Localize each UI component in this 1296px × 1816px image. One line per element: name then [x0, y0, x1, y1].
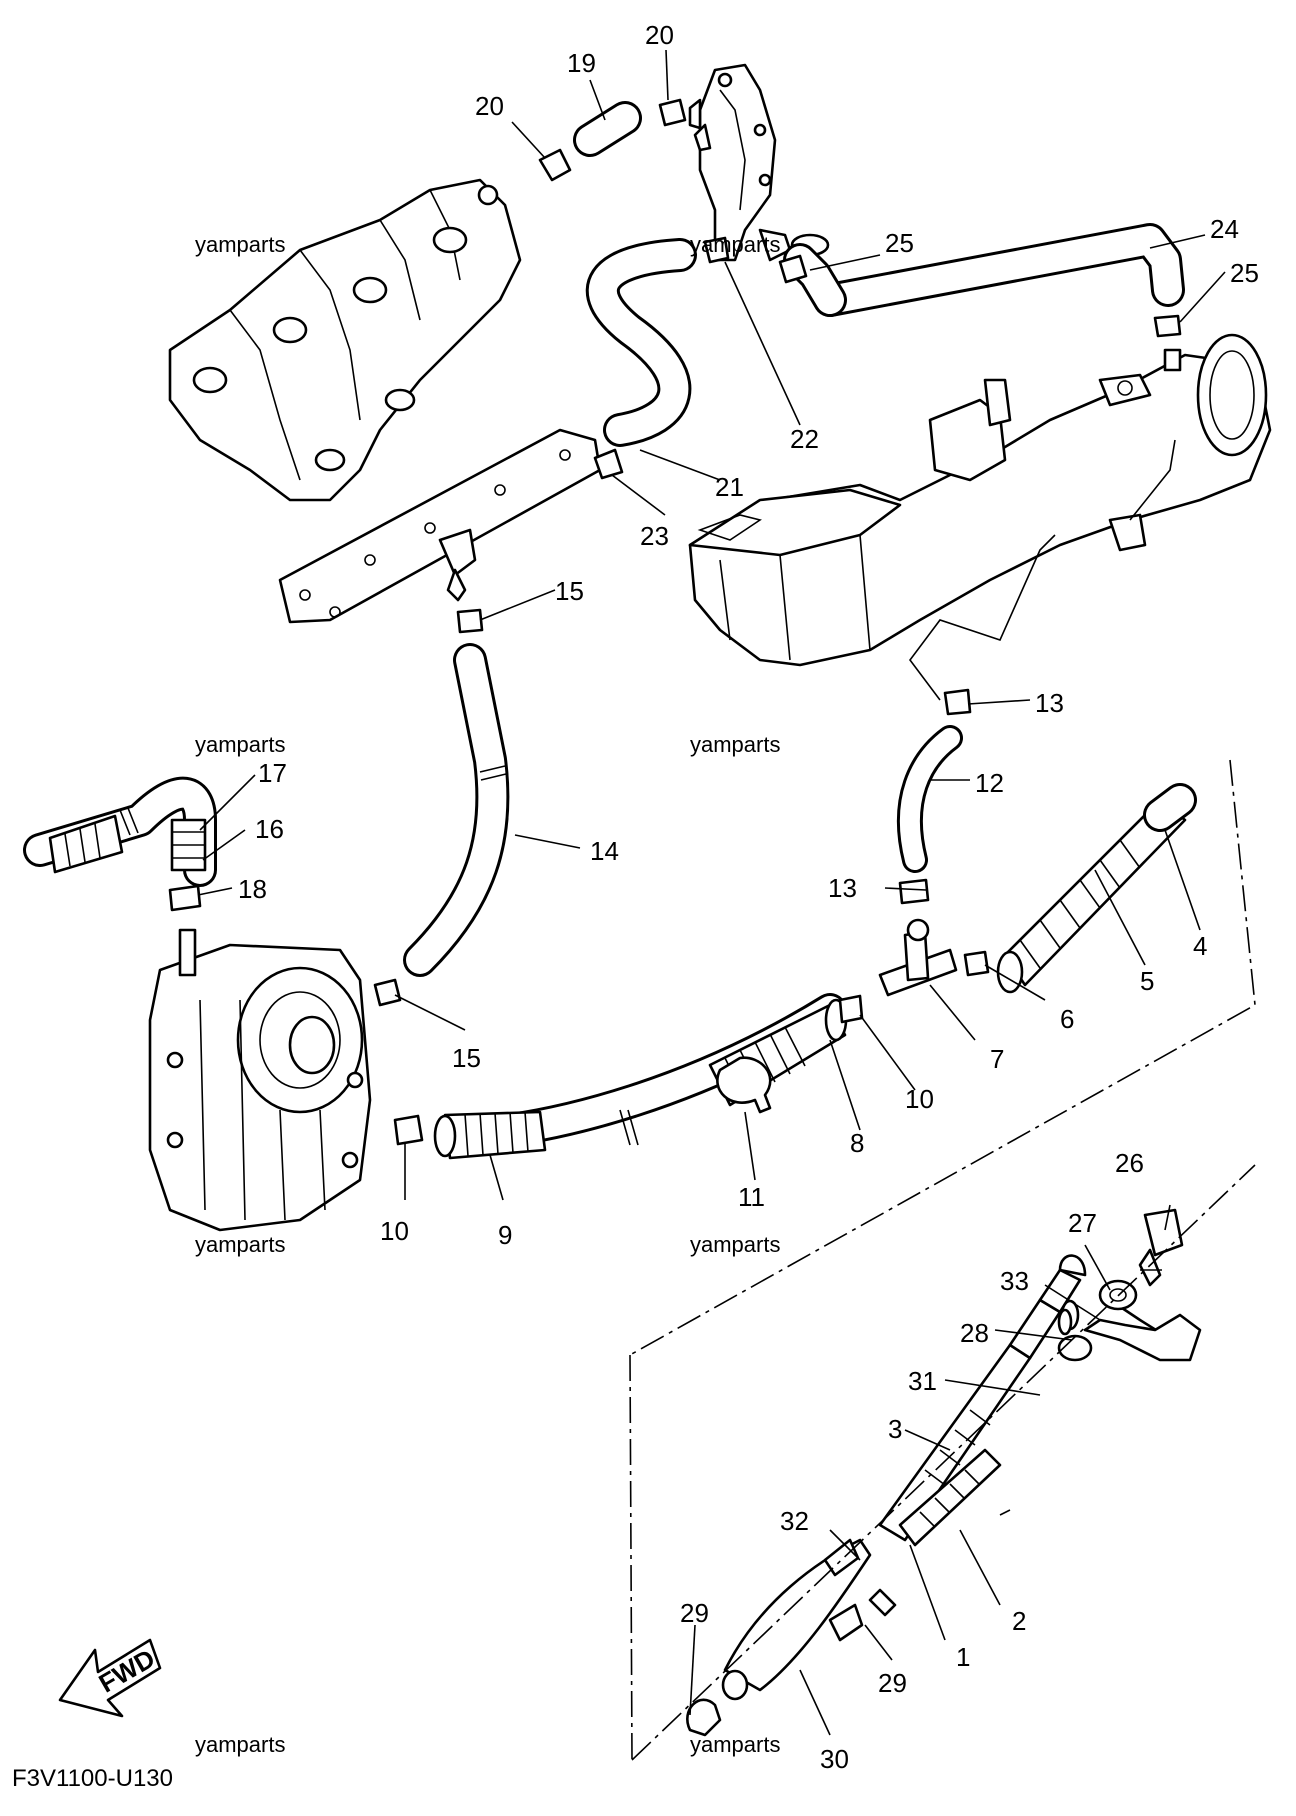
callout-30: 30	[820, 1744, 849, 1774]
watermark: yamparts	[690, 1732, 780, 1757]
frame-tick	[999, 1509, 1011, 1516]
frame-line-lower-right	[631, 1164, 1256, 1761]
vent-hose	[23, 776, 217, 887]
callout-11: 11	[738, 1182, 765, 1212]
watermark: yamparts	[690, 232, 780, 257]
callout-26: 26	[1115, 1148, 1144, 1178]
callout-4: 4	[1193, 931, 1207, 961]
callout-20b: 20	[645, 20, 674, 50]
clamp-6	[963, 950, 990, 977]
leader-lines	[197, 49, 1226, 1736]
callout-10b: 10	[905, 1084, 934, 1114]
break-mark-17	[119, 807, 139, 836]
callout-32: 32	[780, 1506, 809, 1536]
watermark: yamparts	[195, 232, 285, 257]
callout-33: 33	[1000, 1266, 1029, 1296]
callout-9: 9	[498, 1220, 512, 1250]
clamp-13b	[898, 878, 930, 905]
callout-24: 24	[1210, 214, 1239, 244]
bellows-5	[996, 798, 1187, 994]
callout-3: 3	[888, 1414, 902, 1444]
callout-25b: 25	[1230, 258, 1259, 288]
t-joint-7	[878, 918, 958, 997]
callout-19: 19	[567, 48, 596, 78]
watermark: yamparts	[690, 1232, 780, 1257]
callout-31: 31	[908, 1366, 937, 1396]
callout-28: 28	[960, 1318, 989, 1348]
callout-12: 12	[975, 768, 1004, 798]
callout-2: 2	[1012, 1606, 1026, 1636]
clamp-22	[703, 236, 730, 264]
callout-18: 18	[238, 874, 267, 904]
hose-21	[585, 238, 697, 447]
frame-line-upper	[629, 759, 1256, 1356]
clamp-15b	[373, 978, 402, 1007]
watermark: yamparts	[690, 732, 780, 757]
clamp-15a	[456, 608, 484, 634]
clamp-10a	[393, 1114, 424, 1146]
bilge-assembly	[686, 1208, 1202, 1737]
manifold-gasket	[278, 428, 602, 624]
callout-14: 14	[590, 836, 619, 866]
frame-line-lower-left	[629, 1354, 633, 1761]
callout-6: 6	[1060, 1004, 1074, 1034]
callout-labels: 1 2 3 4 5 6 7 8 9 10 10 11 12 13 13 14 1…	[238, 20, 1259, 1774]
fwd-arrow-icon: FWD	[58, 1638, 162, 1718]
callout-10a: 10	[380, 1216, 409, 1246]
callout-21: 21	[715, 472, 744, 502]
callout-15a: 15	[555, 576, 584, 606]
clamp-20b	[658, 98, 687, 127]
exhaust-manifold	[168, 178, 522, 502]
callout-23: 23	[640, 521, 669, 551]
clamp-13a	[943, 688, 972, 716]
clamp-25a	[778, 254, 808, 284]
cylinder-block	[688, 333, 1272, 667]
hose-12	[896, 725, 963, 873]
callout-15b: 15	[452, 1043, 481, 1073]
hose-14	[403, 643, 510, 977]
thermostat-housing	[688, 63, 830, 262]
watermarks: yamparts yamparts yamparts yamparts yamp…	[195, 232, 780, 1757]
callout-13b: 13	[828, 873, 857, 903]
clamp-23	[593, 448, 624, 480]
callout-22: 22	[790, 424, 819, 454]
watermark: yamparts	[195, 732, 285, 757]
diagram-code: F3V1100-U130	[12, 1765, 173, 1792]
clamp-18	[168, 884, 202, 912]
bellows-9	[433, 1110, 547, 1160]
pump-assembly	[148, 928, 372, 1232]
callout-17: 17	[258, 758, 287, 788]
clamp-10b	[838, 994, 864, 1024]
hose-24	[783, 223, 1185, 317]
callout-29a: 29	[680, 1598, 709, 1628]
callout-1: 1	[956, 1642, 970, 1672]
watermark: yamparts	[195, 1732, 285, 1757]
callout-20a: 20	[475, 91, 504, 121]
callout-16: 16	[255, 814, 284, 844]
callout-7: 7	[990, 1044, 1004, 1074]
callout-5: 5	[1140, 966, 1154, 996]
clamp-11	[716, 1056, 772, 1114]
hose-19	[573, 101, 642, 157]
watermark: yamparts	[195, 1232, 285, 1257]
hose-4	[1143, 783, 1197, 832]
clamp-25b	[1153, 314, 1182, 338]
break-mark-14	[479, 765, 507, 781]
clamp-20a	[538, 148, 572, 182]
callout-25a: 25	[885, 228, 914, 258]
callout-29b: 29	[878, 1668, 907, 1698]
leader-13-route	[909, 534, 1056, 701]
callout-27: 27	[1068, 1208, 1097, 1238]
callout-8: 8	[850, 1128, 864, 1158]
callout-13a: 13	[1035, 688, 1064, 718]
break-mark-9	[619, 1109, 639, 1146]
